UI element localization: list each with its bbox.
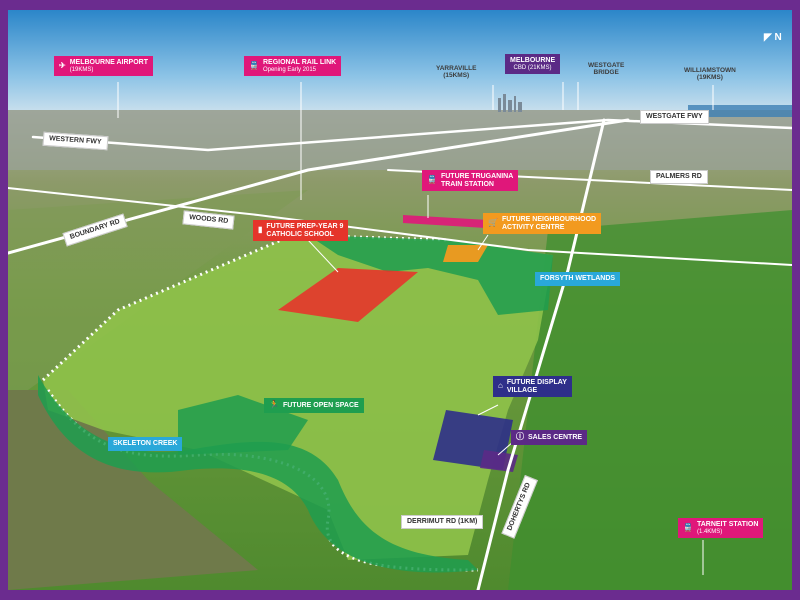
farm-fields-east [508,210,792,590]
plane-icon: ✈ [59,60,66,70]
callout-derrimut-rd: DERRIMUT RD (1KM) [401,515,484,529]
runner-icon: 🏃 [269,400,279,409]
train-icon: 🚆 [249,60,259,70]
info-icon: ⓘ [516,432,524,441]
callout-airport: ✈ MELBOURNE AIRPORT(19KMS) [54,56,153,77]
callout-skeleton-creek: SKELETON CREEK [108,437,183,451]
road-westgate-fwy: WESTGATE FWY [640,110,709,124]
bay-water [688,105,792,117]
road-palmers-rd: PALMERS RD [650,170,708,184]
site-land [43,235,553,560]
callout-tarneit-station: 🚆 TARNEIT STATION(1.4KMS) [678,518,764,539]
book-icon: ▮ [258,225,263,235]
callout-forsyth-wetlands: FORSYTH WETLANDS [535,272,621,286]
train-icon: 🚆 [427,175,437,185]
label-yarraville: YARRAVILLE(15KMS) [436,65,477,80]
shopping-cart-icon: 🛒 [488,218,498,228]
label-williamstown: WILLIAMSTOWN(19KMS) [684,67,736,82]
aerial-map: ◤ N ✈ MELBOURNE AIRPORT(19KMS) 🚆 REGIONA… [8,10,792,590]
north-arrow-icon: ◤ [764,32,772,43]
callout-future-open-space: 🏃 FUTURE OPEN SPACE [264,398,364,413]
school-site [278,268,418,322]
callout-sales-centre: ⓘ SALES CENTRE [511,430,588,445]
north-arrow: ◤ N [764,32,782,43]
train-icon: 🚆 [683,522,693,532]
house-icon: ⌂ [498,381,503,391]
forsyth-wetlands-area [308,235,553,315]
north-label: N [774,32,782,43]
train-station-site [403,215,488,228]
aerial-map-graphic [8,10,792,590]
callout-leaders [117,82,714,575]
activity-centre-site [443,245,488,262]
city-skyline [498,94,522,112]
